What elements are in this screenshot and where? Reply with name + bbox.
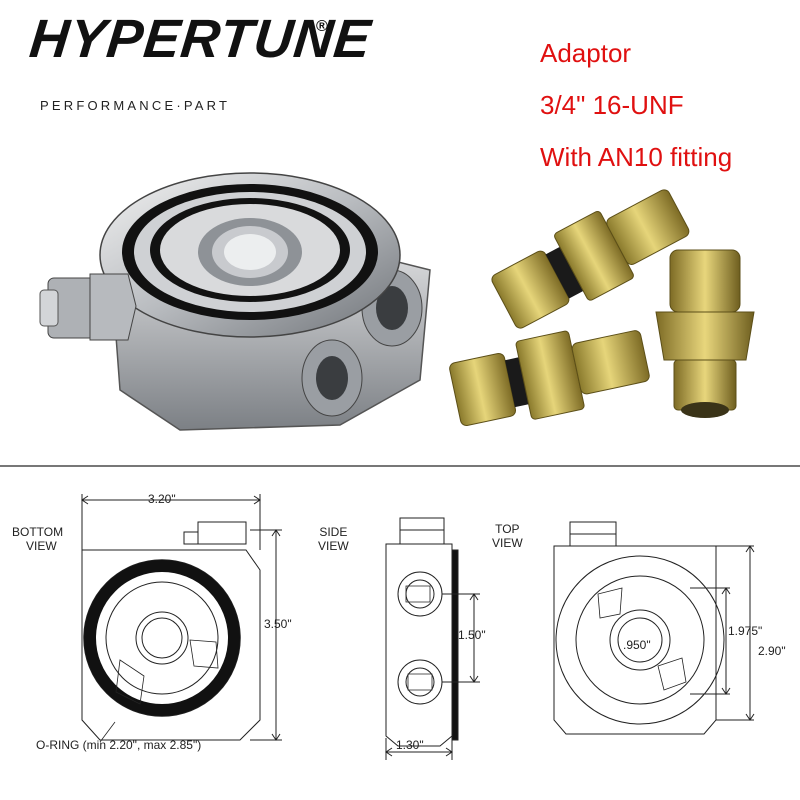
sandwich-adapter-photo — [39, 172, 431, 431]
oring-note: O-RING (min 2.20", max 2.85") — [36, 738, 202, 752]
top-view-drawing — [553, 521, 755, 735]
spec-line-adaptor: Adaptor — [540, 38, 632, 68]
side-view-drawing — [385, 517, 480, 760]
an10-fitting-photo — [449, 189, 690, 427]
top-height-dim: 2.90" — [758, 644, 786, 658]
registered-mark: ® — [316, 18, 328, 35]
bottom-view-label-line2: VIEW — [26, 539, 57, 554]
side-view-label-line1: SIDE — [319, 525, 348, 539]
top-view-label-line2: VIEW — [492, 536, 523, 551]
side-view-label-line2: VIEW — [318, 539, 349, 554]
bottom-view-drawing — [81, 494, 282, 743]
spec-line-thread: 3/4" 16-UNF — [540, 90, 684, 120]
side-width-dim: 1.30" — [396, 738, 424, 752]
top-port-dim: 1.975" — [728, 624, 763, 638]
bottom-view-label-line1: BOTTOM — [12, 525, 64, 539]
brand-tagline: PERFORMANCE·PART — [40, 98, 231, 113]
spec-line-fitting: With AN10 fitting — [540, 142, 733, 172]
bottom-height-dim: 3.50" — [264, 617, 292, 631]
side-spacing-dim: 1.50" — [458, 628, 486, 642]
top-view-label: TOP VIEW — [492, 522, 523, 551]
thread-adapter-photo — [655, 249, 755, 418]
section-divider — [0, 465, 800, 467]
top-view-label-line1: TOP — [495, 522, 520, 536]
side-view-label: SIDE VIEW — [318, 525, 349, 554]
brand-logo: HYPERTUNE ® PERFORMANCE·PART — [27, 9, 374, 113]
top-bore-dim: .950" — [623, 638, 651, 652]
bottom-view-label: BOTTOM VIEW — [12, 525, 63, 554]
bottom-width-dim: 3.20" — [148, 492, 176, 506]
